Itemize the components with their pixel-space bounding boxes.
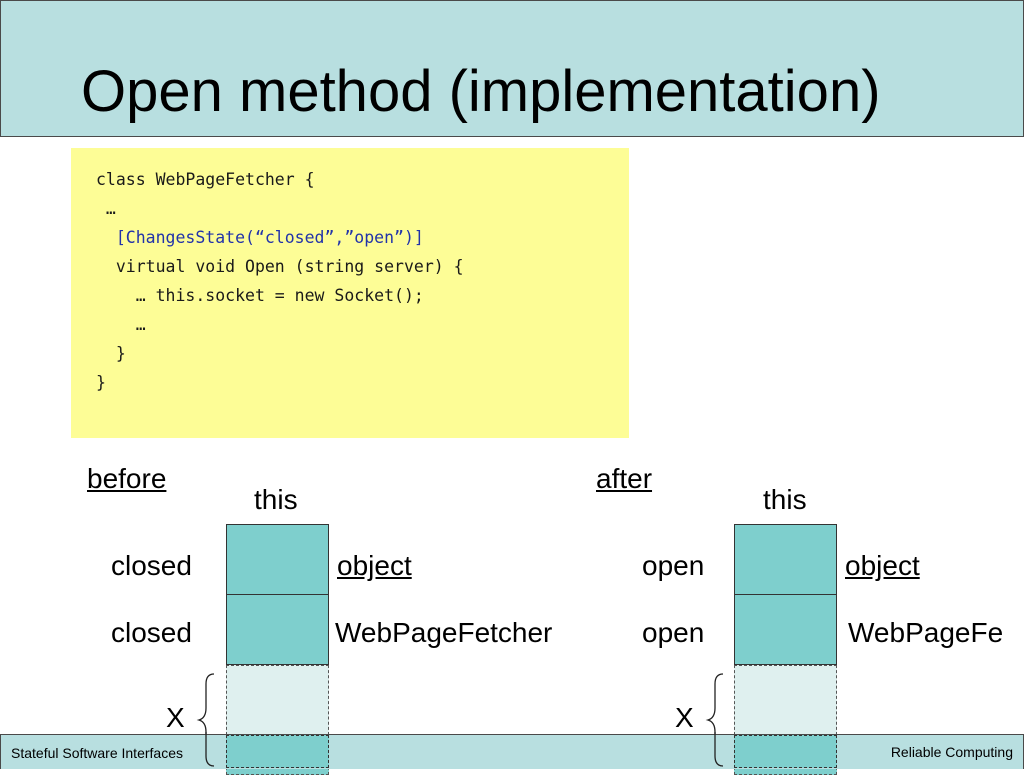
before-object-cell (226, 524, 329, 595)
after-derived-cell-overlay (734, 735, 837, 768)
after-derived-cell (734, 665, 837, 735)
footer-bar: Stateful Software Interfaces Reliable Co… (0, 734, 1024, 769)
before-type-webpagefetcher: WebPageFetcher (335, 617, 553, 648)
before-type-object: object (337, 550, 412, 581)
after-state-object: open (642, 550, 705, 581)
code-line-ellipsis-inner: … (96, 315, 146, 334)
footer-right-text: Reliable Computing (890, 744, 1013, 760)
after-brace-overlay-icon (714, 732, 724, 767)
after-type-webpagefetcher: WebPageFe (848, 617, 1004, 648)
code-line-method-signature: virtual void Open (string server) { (96, 257, 464, 276)
slide-title: Open method (implementation) (81, 59, 881, 124)
before-state-webpagefetcher: closed (111, 617, 192, 648)
before-brace-overlay-icon (205, 732, 215, 767)
code-block: class WebPageFetcher { … [ChangesState(“… (71, 148, 629, 438)
after-object-cell (734, 524, 837, 595)
before-x-label: X (166, 702, 185, 733)
footer-left-text: Stateful Software Interfaces (11, 745, 183, 761)
code-line-socket-assign: … this.socket = new Socket(); (96, 286, 424, 305)
before-state-object: closed (111, 550, 192, 581)
code-line-class: class WebPageFetcher { (96, 170, 315, 189)
after-this-label: this (763, 484, 807, 515)
before-derived-cell (226, 665, 329, 735)
before-this-label: this (254, 484, 298, 515)
after-heading: after (596, 463, 653, 494)
code-line-attribute: [ChangesState(“closed”,”open”)] (96, 228, 424, 247)
code-line-ellipsis: … (96, 199, 116, 218)
before-heading: before (87, 463, 167, 494)
code-line-class-close: } (96, 373, 106, 392)
title-bar: Open method (implementation) (0, 0, 1024, 137)
after-type-object: object (845, 550, 920, 581)
before-derived-cell-overlay (226, 735, 329, 768)
after-state-webpagefetcher: open (642, 617, 705, 648)
after-webpagefetcher-cell (734, 594, 837, 665)
after-x-label: X (675, 702, 694, 733)
before-webpagefetcher-cell (226, 594, 329, 665)
code-line-method-close: } (96, 344, 126, 363)
